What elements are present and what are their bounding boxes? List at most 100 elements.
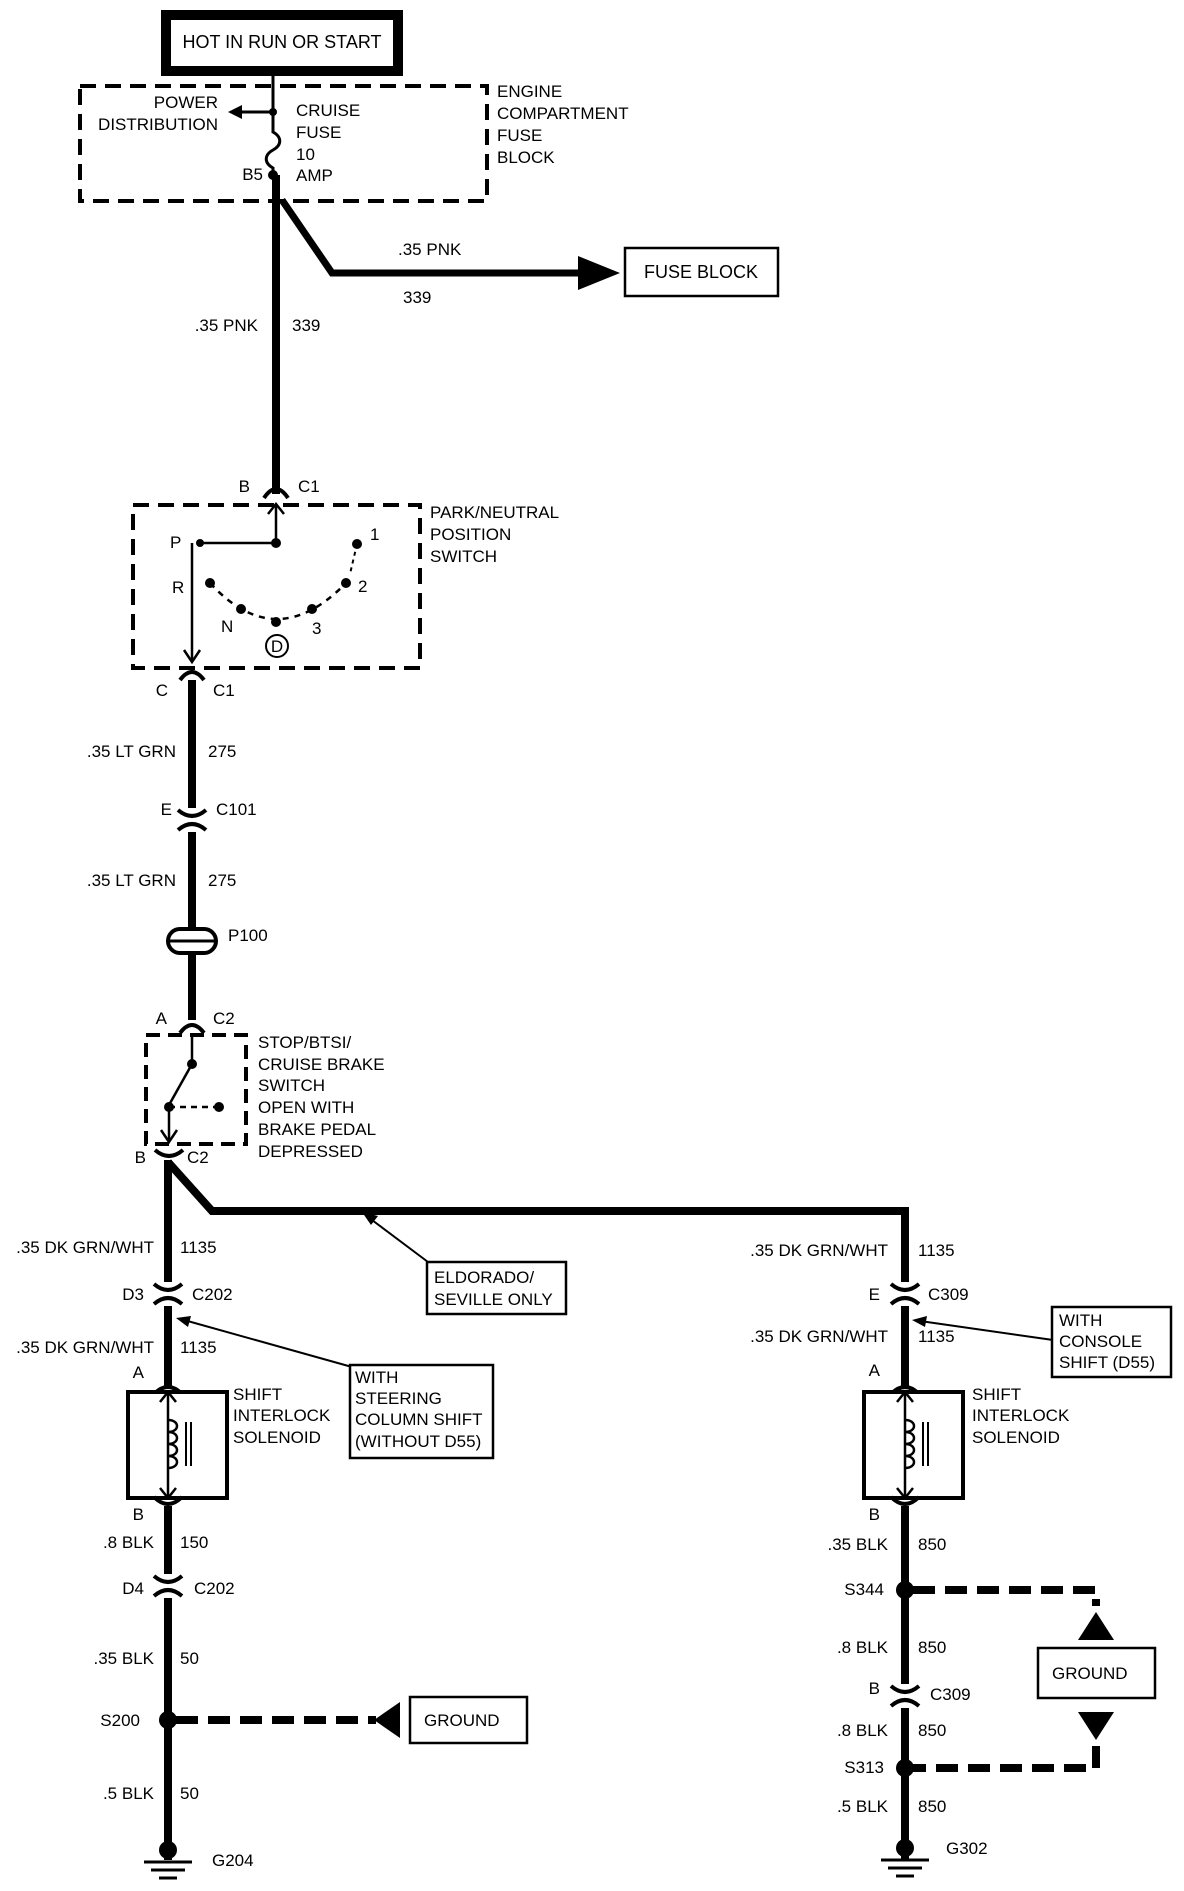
left-wire-5-circuit: 50 — [180, 1784, 199, 1803]
brake-out-connector: C2 — [187, 1148, 209, 1167]
left-branch: .35 DK GRN/WHT 1135 D3 C202 .35 DK GRN/W… — [16, 1238, 529, 1880]
eldorado-note-2: SEVILLE ONLY — [434, 1290, 553, 1309]
c202-d4-top-icon — [152, 1574, 184, 1584]
left-solenoid-out-arrow — [159, 1487, 177, 1501]
brake-name-5: BRAKE PEDAL — [258, 1120, 376, 1139]
s344-splice-dot — [896, 1581, 914, 1599]
c309-b-top-icon — [889, 1684, 921, 1694]
s344-ground-arrow — [1078, 1612, 1114, 1640]
pnp-pos-r: R — [172, 578, 184, 597]
park-neutral-switch: B C1 PARK/NEUTRAL POSITION SWITCH P R N … — [131, 477, 559, 700]
left-connector-1-name: C202 — [192, 1285, 233, 1304]
g204-ground-dot — [159, 1841, 177, 1859]
s313-ground-arrow — [1078, 1712, 1114, 1740]
pnp-name-3: SWITCH — [430, 547, 497, 566]
brake-name-6: DEPRESSED — [258, 1142, 363, 1161]
pnp-out-connector: C1 — [213, 681, 235, 700]
left-wire-3-circuit: 150 — [180, 1533, 208, 1552]
right-wire-2-circuit: 1135 — [918, 1327, 955, 1346]
brake-in-connector-icon — [178, 1023, 206, 1035]
s200-ground-arrow — [374, 1702, 400, 1738]
right-solenoid-name-3: SOLENOID — [972, 1428, 1060, 1447]
pnp-d-circle — [265, 634, 289, 658]
console-note-arrow — [912, 1316, 927, 1327]
brake-actuator-dot — [214, 1102, 224, 1112]
pnp-1-2-link — [349, 543, 358, 575]
c202-d4-bottom-icon — [152, 1588, 184, 1598]
fuse-block-destination-box — [623, 246, 780, 298]
wire-275-b-label: .35 LT GRN — [87, 871, 176, 890]
brake-name-4: OPEN WITH — [258, 1098, 354, 1117]
power-distribution-arrow — [228, 105, 242, 119]
brake-out-pin: B — [135, 1148, 146, 1167]
s344-ground-dashed — [913, 1586, 1100, 1606]
fuse-label-4: AMP — [296, 166, 333, 185]
fuse-block-branch: .35 PNK 339 FUSE BLOCK — [279, 198, 780, 307]
pnp-position-arc — [209, 582, 347, 621]
steering-note-4: (WITHOUT D55) — [355, 1432, 481, 1451]
left-wire-2-circuit: 1135 — [180, 1338, 217, 1357]
right-connector-2-name: C309 — [930, 1685, 971, 1704]
steering-note-leader — [183, 1319, 353, 1368]
console-note-box — [1050, 1305, 1173, 1379]
power-distribution-2: DISTRIBUTION — [98, 115, 218, 134]
right-solenoid-pin-b: B — [869, 1505, 880, 1524]
pnp-n-contact — [236, 604, 246, 614]
brake-out-arrow — [159, 1129, 179, 1145]
right-wire-6-label: .5 BLK — [837, 1797, 889, 1816]
pnp-out-connector-icon — [178, 670, 206, 682]
left-solenoid-coil-icon — [167, 1418, 179, 1470]
fuse-label-3: 10 — [296, 145, 315, 164]
c202-d3-bottom-icon — [152, 1296, 184, 1306]
steering-note-2: STEERING — [355, 1389, 442, 1408]
right-wire-5-label: .8 BLK — [837, 1721, 889, 1740]
eldorado-note: ELDORADO/ SEVILLE ONLY — [362, 1212, 568, 1316]
brake-switch-outline — [144, 1033, 248, 1146]
pnp-pos-d: D — [271, 637, 283, 656]
right-connector-1-name: C309 — [928, 1285, 969, 1304]
s200-splice-dot — [159, 1711, 177, 1729]
pnp-pos-3: 3 — [312, 619, 321, 638]
right-solenoid-name-2: INTERLOCK — [972, 1406, 1070, 1425]
right-connector-2-pin: B — [869, 1679, 880, 1698]
eldorado-note-1: ELDORADO/ — [434, 1268, 534, 1287]
brake-switch: A C2 STOP/BTSI/ CRUISE BRAKE SWITCH OPEN… — [135, 1009, 385, 1167]
right-branch: .35 DK GRN/WHT 1135 E C309 .35 DK GRN/WH… — [750, 1241, 1173, 1878]
console-note-leader — [919, 1320, 1054, 1341]
eldorado-leader-arrow — [362, 1212, 378, 1225]
pnp-pos-n: N — [221, 617, 233, 636]
right-wire-6-circuit: 850 — [918, 1797, 946, 1816]
left-ground-label: GROUND — [424, 1711, 500, 1730]
branch-circuit-label: 339 — [403, 288, 431, 307]
right-ground-label: GROUND — [1052, 1664, 1128, 1683]
steering-note-1: WITH — [355, 1368, 398, 1387]
pnp-2-contact — [341, 578, 351, 588]
wire-275-b-circuit: 275 — [208, 871, 236, 890]
left-wire-5-label: .5 BLK — [103, 1784, 155, 1803]
wire-1135-right-run — [165, 1159, 909, 1282]
steering-note-arrow — [176, 1316, 191, 1327]
pnp-in-connector-icon — [262, 487, 290, 500]
main-feed-wire: .35 PNK — [195, 316, 259, 335]
left-connector-2-name: C202 — [194, 1579, 235, 1598]
c101-bottom-icon — [176, 822, 208, 832]
right-wire-4-label: .8 BLK — [837, 1638, 889, 1657]
wire-339-branch — [279, 198, 578, 277]
brake-blade — [167, 1063, 194, 1106]
pnp-in-pin: B — [239, 477, 250, 496]
fuse-label-2: FUSE — [296, 123, 341, 142]
left-solenoid-box — [126, 1390, 229, 1500]
right-ground-box — [1036, 1646, 1157, 1700]
pnp-3-contact — [307, 604, 317, 614]
power-distribution-1: POWER — [154, 93, 218, 112]
right-wire-5-circuit: 850 — [918, 1721, 946, 1740]
right-connector-1-pin: E — [869, 1285, 880, 1304]
pnp-p-contact — [196, 539, 204, 547]
g302-ground-dot — [896, 1839, 914, 1857]
fuse-label-1: CRUISE — [296, 101, 360, 120]
fuse-block-branch-arrow — [578, 256, 620, 290]
steering-note-box — [348, 1363, 495, 1460]
wire-275-a-label: .35 LT GRN — [87, 742, 176, 761]
left-solenoid-name-3: SOLENOID — [233, 1428, 321, 1447]
